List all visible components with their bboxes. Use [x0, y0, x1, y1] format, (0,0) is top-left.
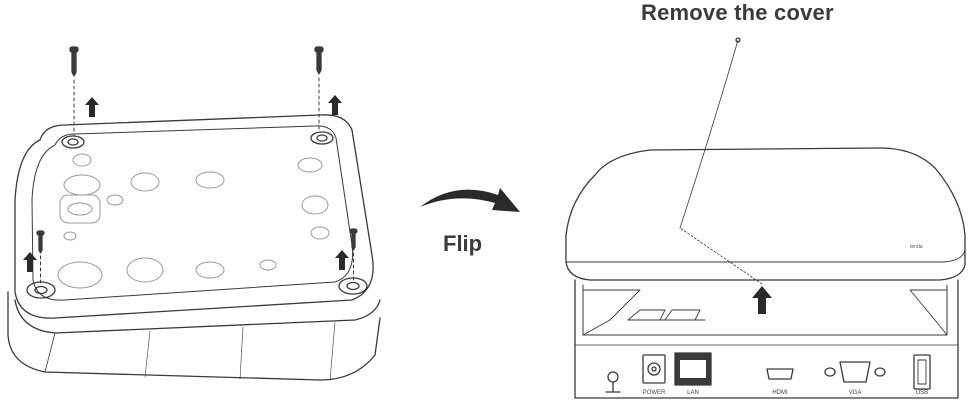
- screw-icon-top-left: [69, 46, 79, 136]
- screw-icon-bottom-left: [36, 230, 45, 284]
- up-arrow-icon: [328, 95, 342, 115]
- lan-port-label: LAN: [687, 390, 699, 396]
- flip-arrow-icon: [420, 188, 520, 212]
- screw-icon-bottom-right: [349, 228, 358, 281]
- brand-logo: tenda: [910, 244, 923, 250]
- up-arrow-icon: [23, 252, 37, 272]
- remove-cover-label: Remove the cover: [641, 0, 834, 25]
- up-arrow-icon: [335, 250, 349, 270]
- up-arrow-icon: [85, 97, 99, 117]
- screw-icon-top-right: [314, 46, 324, 133]
- flip-label: Flip: [443, 231, 483, 256]
- power-port-label: POWER: [642, 390, 666, 396]
- nvr-front-view: [565, 147, 966, 399]
- up-arrow-icon: [752, 286, 772, 314]
- hdmi-port-label: HDMI: [772, 390, 788, 396]
- usb-port-label: USB: [915, 390, 929, 396]
- vga-port-label: VGA: [848, 390, 862, 396]
- callout-leader-line: [679, 39, 739, 229]
- nvr-bottom-view: [7, 114, 381, 381]
